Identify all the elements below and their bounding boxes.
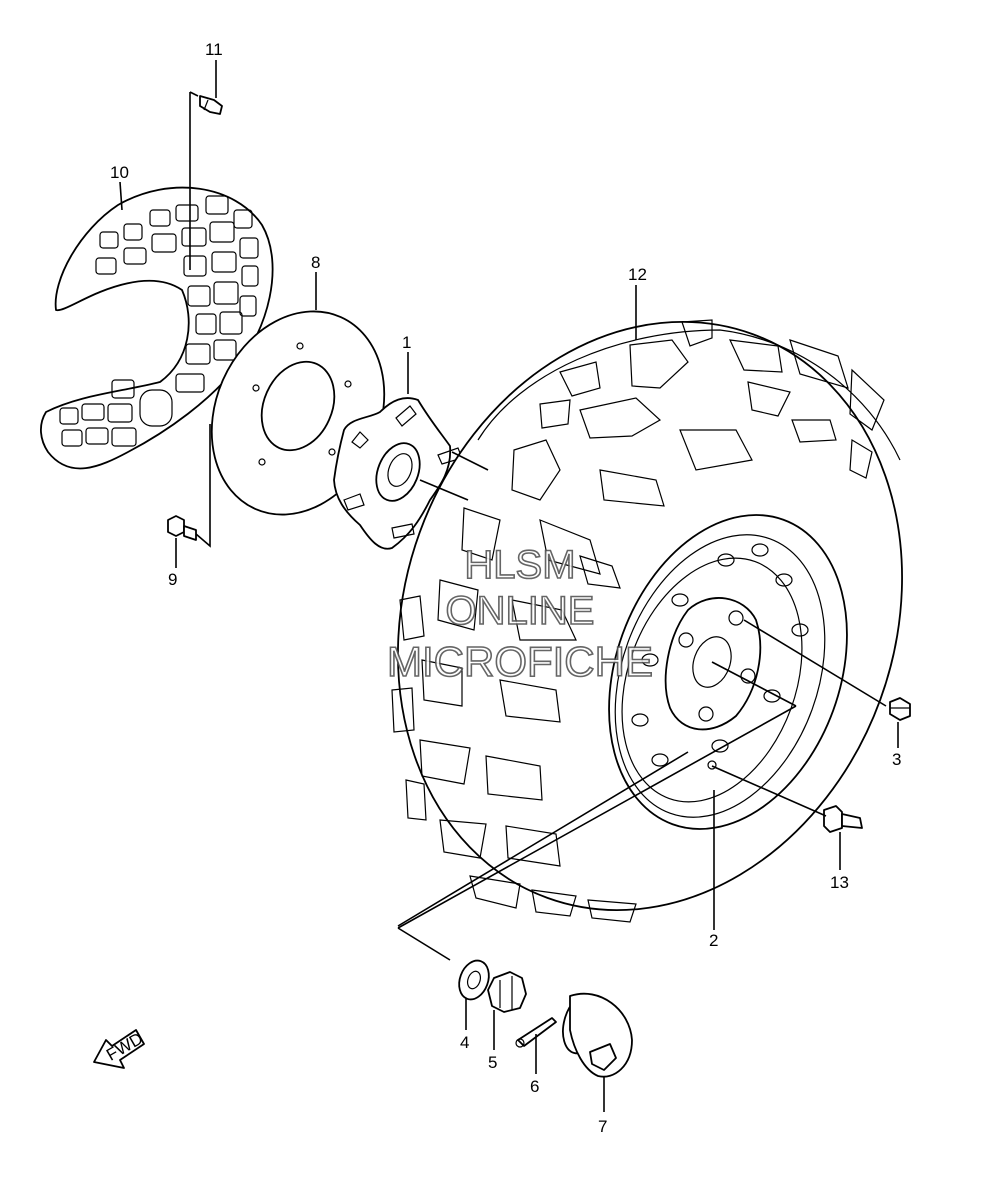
watermark-line-2: ONLINE: [446, 589, 595, 633]
fwd-arrow-text: FWD: [103, 1029, 146, 1065]
callout-4: 4: [460, 1033, 469, 1052]
callout-5: 5: [488, 1053, 497, 1072]
callout-9: 9: [168, 570, 177, 589]
callout-8: 8: [311, 253, 320, 272]
leader-lines: [119, 60, 899, 1112]
callout-12: 12: [628, 265, 647, 284]
callout-2: 2: [709, 931, 718, 950]
cotter-pin: [515, 1017, 557, 1048]
callout-11: 11: [205, 40, 223, 59]
watermark-line-1: HLSM: [464, 543, 575, 587]
brake-disc-guard: [40, 186, 274, 470]
fwd-arrow: FWD: [93, 1029, 146, 1069]
callout-7: 7: [598, 1117, 607, 1136]
washer: [458, 959, 490, 1001]
callout-1: 1: [402, 333, 411, 352]
guard-bolt: [199, 95, 223, 115]
callout-3: 3: [892, 750, 901, 769]
watermark-line-3: MICROFICHE: [387, 638, 653, 685]
wheel-nut: [889, 697, 911, 721]
callout-6: 6: [530, 1077, 539, 1096]
callout-10: 10: [110, 163, 129, 182]
callout-labels: 11 10 8 1 12 9 3 13 2 4 5 6 7: [110, 40, 901, 1136]
hub-cap: [562, 992, 633, 1078]
castle-nut: [487, 971, 527, 1013]
wheel-stud: [823, 805, 863, 833]
watermark: HLSM ONLINE MICROFICHE: [386, 542, 654, 686]
tire: [391, 319, 903, 923]
disc-bolt: [167, 515, 197, 541]
callout-13: 13: [830, 873, 849, 892]
wheel-hub: [333, 397, 463, 550]
